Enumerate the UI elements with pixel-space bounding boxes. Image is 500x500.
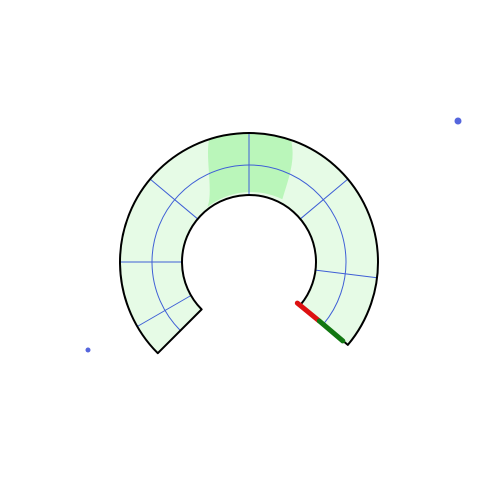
isolated-point [454, 117, 462, 125]
grid-spoke [300, 178, 349, 220]
ring-region [120, 133, 379, 354]
polar-grid [120, 133, 378, 331]
highlighted-sector [207, 133, 293, 207]
isolated-point [85, 347, 91, 353]
ring-outline [119, 132, 379, 355]
green-end-marker [316, 318, 346, 344]
grid-spoke [137, 295, 192, 327]
grid-spoke [149, 178, 198, 220]
grid-middle-arc [151, 164, 347, 331]
red-end-marker [294, 300, 322, 324]
grid-spoke [315, 269, 378, 279]
